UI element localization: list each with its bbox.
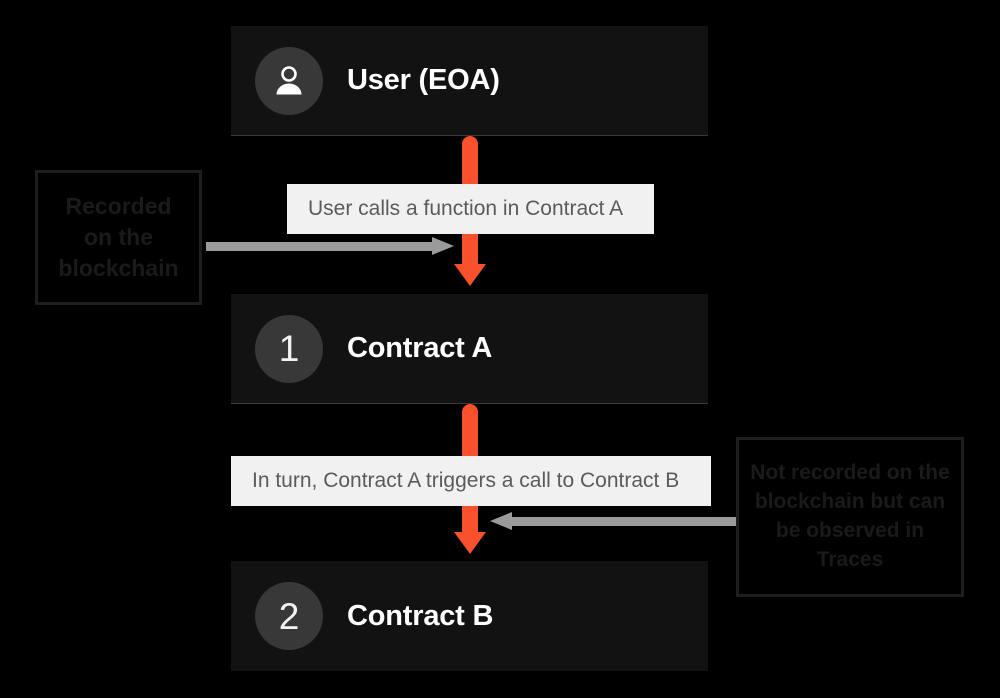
annotation-note-left-text: Recorded on the blockchain	[58, 191, 178, 285]
note-line: Recorded	[65, 192, 172, 219]
person-icon	[276, 65, 302, 94]
note-line: on the	[84, 223, 153, 250]
annotation-note-not-recorded-on-blockchain: Not recorded on the blockchain but can b…	[736, 437, 964, 597]
note-line: blockchain but can	[754, 490, 946, 514]
annotation-note-right-text: Not recorded on the blockchain but can b…	[750, 459, 950, 575]
arrow-down-icon	[454, 264, 486, 286]
note-line: Traces	[816, 547, 884, 571]
node-title-user: User (EOA)	[347, 64, 500, 96]
node-title-contract-b: Contract B	[347, 599, 494, 632]
user-avatar-badge	[255, 46, 323, 115]
step-number-badge-2: 2	[255, 582, 323, 650]
note-line: Not recorded on the	[750, 461, 950, 485]
note-line: be observed in	[775, 519, 925, 542]
node-card-user[interactable]: User (EOA)	[231, 26, 708, 136]
note-line: blockchain	[58, 255, 179, 282]
node-card-contract-b[interactable]: 2 Contract B	[231, 561, 708, 671]
step-number-badge-1: 1	[255, 314, 323, 383]
node-card-contract-a[interactable]: 1 Contract A	[231, 294, 708, 404]
node-title-contract-a: Contract A	[347, 332, 493, 364]
gray-arrow-shaft	[206, 242, 436, 251]
step-label-contract-a-calls-contract-b: In turn, Contract A triggers a call to C…	[231, 456, 711, 506]
annotation-note-recorded-on-blockchain: Recorded on the blockchain	[35, 170, 202, 305]
step-label-user-calls-contract-a: User calls a function in Contract A	[287, 184, 654, 234]
gray-arrow-left-pointing-right	[206, 237, 454, 255]
gray-arrow-head-icon	[432, 237, 454, 255]
gray-arrow-head-icon	[490, 512, 512, 530]
arrow-down-icon	[454, 532, 486, 554]
gray-arrow-shaft	[508, 517, 738, 526]
gray-arrow-right-pointing-left	[490, 512, 738, 530]
